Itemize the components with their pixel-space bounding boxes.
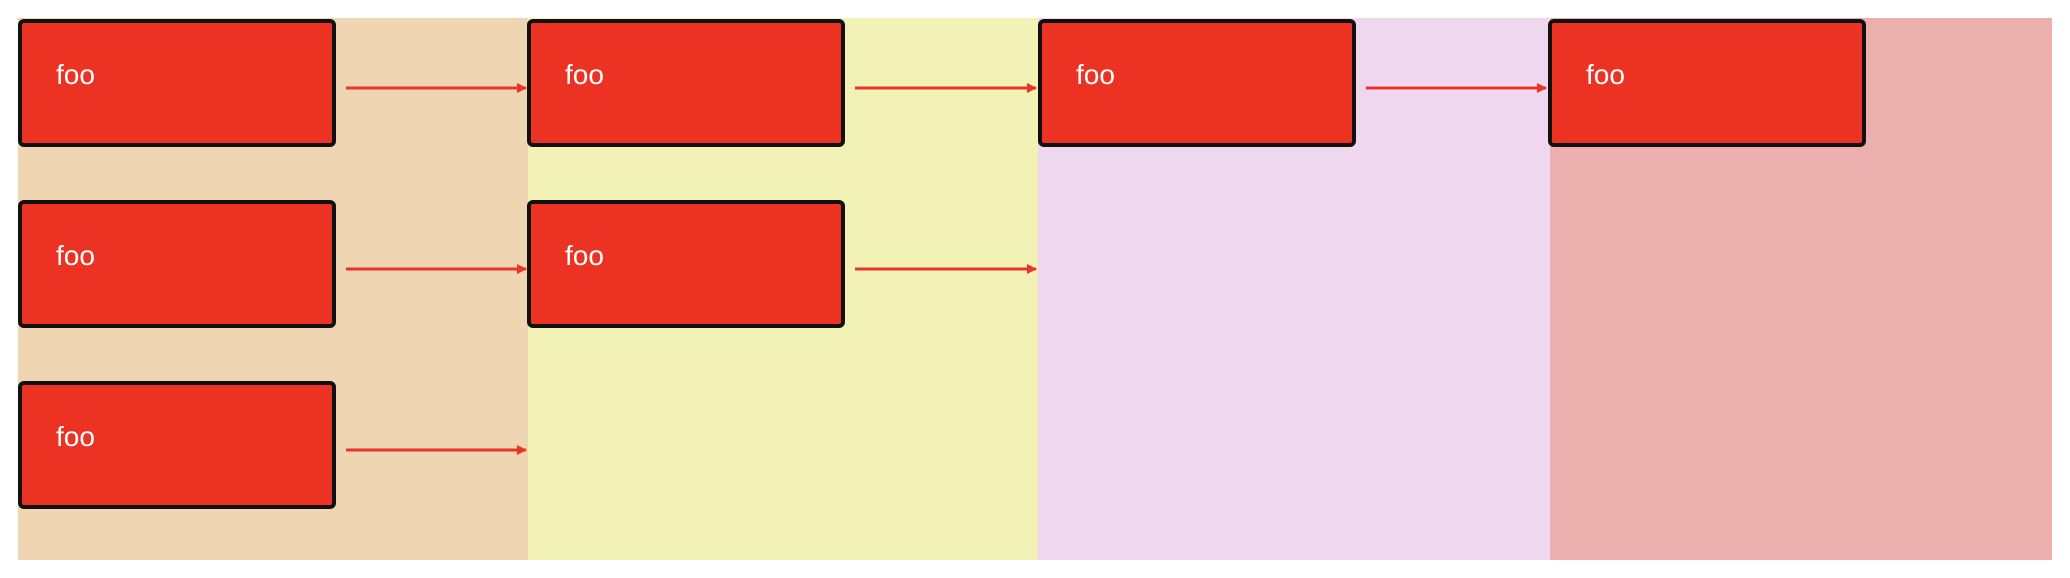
node-a1[interactable]: foo — [18, 19, 336, 147]
node-a3[interactable]: foo — [18, 381, 336, 509]
node-c1[interactable]: foo — [1038, 19, 1356, 147]
node-a2[interactable]: foo — [18, 200, 336, 328]
node-d1[interactable]: foo — [1548, 19, 1866, 147]
node-b1[interactable]: foo — [527, 19, 845, 147]
node-b2[interactable]: foo — [527, 200, 845, 328]
